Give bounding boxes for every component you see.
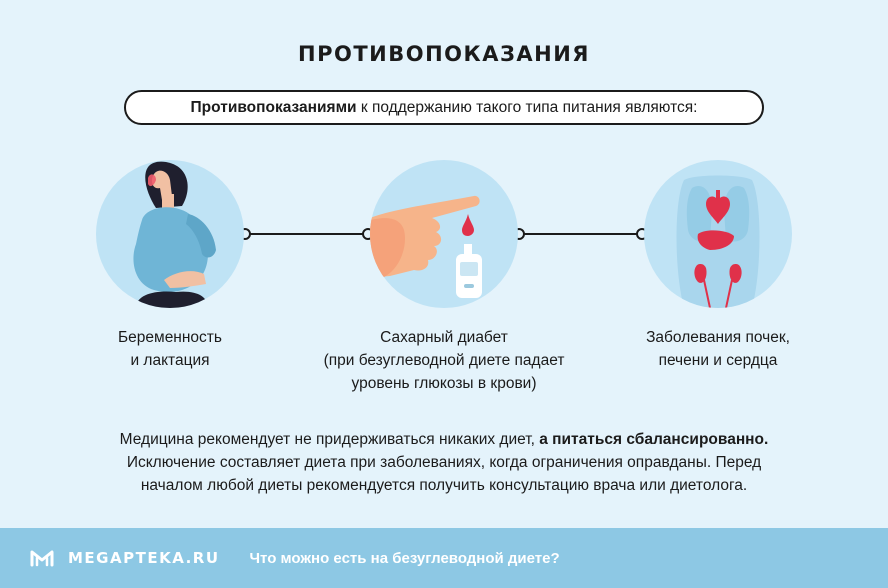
caption-line: Сахарный диабет [380,329,508,346]
intro-bold: Противопоказаниями [190,98,357,116]
caption-line: уровень глюкозы в крови) [351,375,537,392]
caption-line: и лактация [130,352,210,369]
caption-line: печени и сердца [658,352,778,369]
caption-line: Заболевания почек, [646,329,790,346]
caption-pregnancy: Беременность и лактация [70,326,270,372]
pregnant-woman-icon [133,161,216,308]
caption-diabetes: Сахарный диабет (при безуглеводной диете… [284,326,604,395]
intro-text: к поддержанию такого типа питания являют… [356,98,698,116]
description-line-3: началом любой диеты рекомендуется получи… [140,477,748,494]
caption-line: (при безуглеводной диете падает [323,352,565,369]
description-text: Медицина рекомендует не придерживаться н… [119,431,540,448]
connector-line-1 [250,233,366,235]
description: Медицина рекомендует не придерживаться н… [40,428,848,497]
organs-illustration [644,160,792,308]
diabetes-illustration [370,160,518,308]
description-bold: а питаться сбалансированно. [539,431,769,448]
caption-line: Беременность [118,329,222,346]
footer-article-link[interactable]: Что можно есть на безуглеводной диете? [249,549,560,567]
page-title: ПРОТИВОПОКАЗАНИЯ [298,42,590,66]
footer-bar: MEGAPTEKA.RU Что можно есть на безуглево… [0,528,888,588]
brand-name[interactable]: MEGAPTEKA.RU [68,549,220,567]
caption-organs: Заболевания почек, печени и сердца [608,326,828,372]
pregnancy-illustration [96,160,244,308]
glucose-test-icon [370,195,482,298]
connector-line-2 [524,233,638,235]
description-line-2: Исключение составляет диета при заболева… [126,454,762,471]
logo-icon [30,550,54,567]
organs-icon [676,175,760,308]
description-line-1: Медицина рекомендует не придерживаться н… [40,428,848,451]
intro-banner: Противопоказаниями к поддержанию такого … [124,90,764,125]
